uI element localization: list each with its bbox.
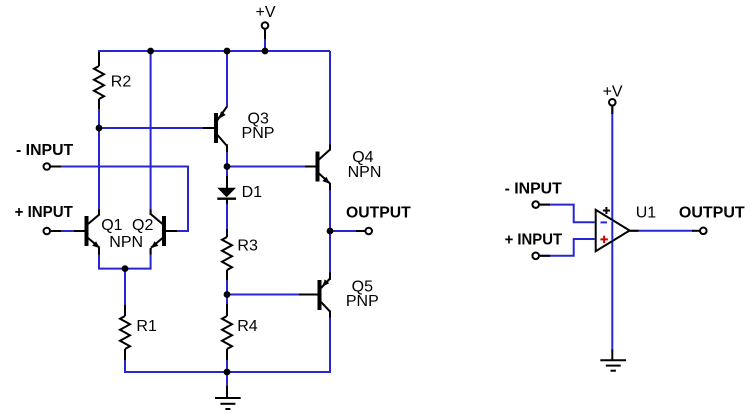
svg-text:+ INPUT: + INPUT [505,231,563,248]
svg-text:- INPUT: - INPUT [505,180,562,197]
svg-text:Q1: Q1 [101,217,122,234]
svg-text:U1: U1 [636,205,657,222]
svg-text:R2: R2 [111,73,132,90]
svg-text:+ INPUT: + INPUT [15,204,73,221]
svg-text:OUTPUT: OUTPUT [679,205,745,222]
svg-text:+V: +V [255,4,275,21]
svg-text:Q2: Q2 [132,217,153,234]
svg-text:PNP: PNP [242,125,275,142]
svg-text:+V: +V [603,84,623,101]
svg-text:Q4: Q4 [352,149,373,166]
svg-text:Q5: Q5 [352,279,373,296]
svg-text:OUTPUT: OUTPUT [346,205,411,222]
svg-text:- INPUT: - INPUT [16,142,73,159]
svg-text:NPN: NPN [109,234,143,251]
svg-text:NPN: NPN [348,164,382,181]
svg-text:D1: D1 [242,184,263,201]
svg-text:Q3: Q3 [248,111,269,128]
svg-text:PNP: PNP [346,293,379,310]
svg-text:R1: R1 [136,318,157,335]
svg-text:R4: R4 [237,318,258,335]
svg-text:R3: R3 [237,238,258,255]
